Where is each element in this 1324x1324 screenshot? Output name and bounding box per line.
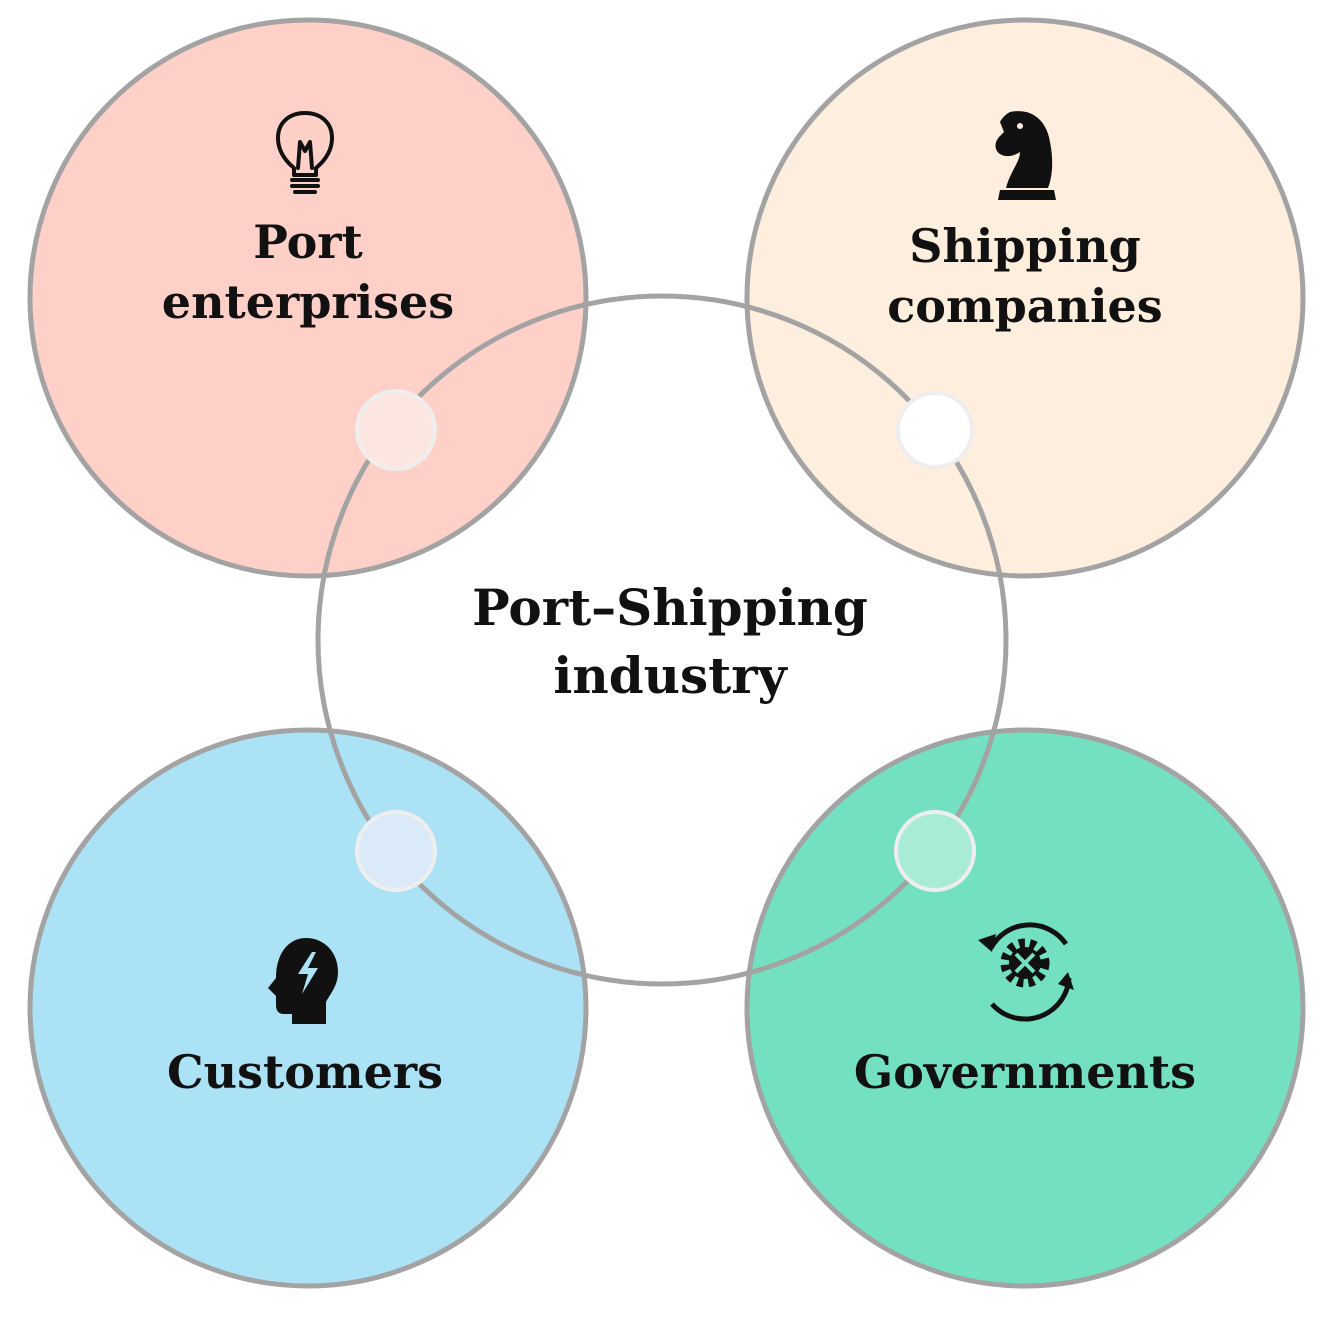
governments-circle [744, 727, 1306, 1289]
head-lightning-icon [268, 938, 338, 1024]
governments-connector-node [894, 810, 976, 892]
center-label-line1: Port–Shipping [472, 578, 868, 637]
port-enterprises-circle [27, 17, 589, 579]
customers-connector-node [355, 810, 437, 892]
port-shipping-industry-ring [315, 293, 1009, 987]
lightbulb-icon [276, 111, 334, 194]
customers-label: Customers [167, 1045, 443, 1099]
shipping-companies-circle [744, 17, 1306, 579]
port-enterprises-label-line1: Port [253, 215, 363, 269]
port-enterprises-label-line2: enterprises [162, 275, 454, 329]
governments-label: Governments [854, 1045, 1196, 1099]
shipping-companies-label-line1: Shipping [909, 219, 1141, 273]
chess-knight-icon [995, 111, 1056, 200]
port-connector-node [355, 389, 437, 471]
chess-knight-eye [1017, 123, 1023, 129]
shipping-companies-label-line2: companies [887, 279, 1162, 333]
gear-cycle-icon [978, 922, 1074, 1022]
shipping-connector-node [896, 391, 974, 469]
center-label-line2: industry [553, 646, 788, 705]
